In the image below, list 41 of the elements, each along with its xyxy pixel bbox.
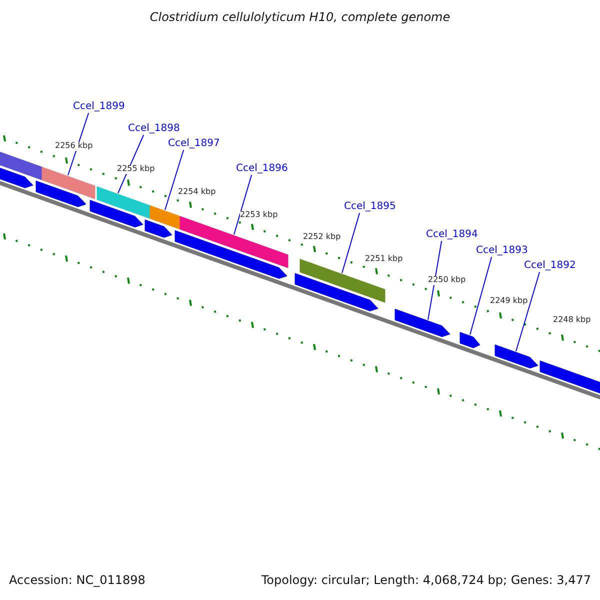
gene-bar xyxy=(0,150,42,180)
gene-feature xyxy=(294,273,378,312)
scale-label: 2255 kbp xyxy=(117,165,155,174)
gene-feature xyxy=(144,220,172,238)
footer-text: Topology: circular; Length: 4,068,724 bp; Genes: 3,477 xyxy=(261,574,591,588)
gene-label: Ccel_1892 xyxy=(524,260,576,271)
gene-label: Ccel_1898 xyxy=(128,123,180,134)
gene-label: Ccel_1895 xyxy=(344,201,396,212)
scale-label: 2254 kbp xyxy=(178,188,216,197)
gene-feature xyxy=(90,200,144,228)
scale-label: 2252 kbp xyxy=(303,233,341,242)
gene-feature xyxy=(394,308,450,338)
gene-label: Ccel_1897 xyxy=(168,138,220,149)
scale-label: 2256 kbp xyxy=(55,142,93,151)
gene-feature xyxy=(460,332,480,348)
gene-label: Ccel_1896 xyxy=(236,163,288,174)
leader-line xyxy=(516,272,540,352)
leader-line xyxy=(342,212,360,274)
gene-bar xyxy=(150,205,180,230)
gene-feature xyxy=(494,344,538,368)
scale-label: 2253 kbp xyxy=(240,211,278,220)
gene-label: Ccel_1894 xyxy=(426,229,478,240)
gene-feature xyxy=(540,360,600,394)
gene-feature xyxy=(36,180,86,208)
scale-label: 2250 kbp xyxy=(428,276,466,285)
footer-text: Accession: NC_011898 xyxy=(9,574,146,588)
scale-label: 2249 kbp xyxy=(490,297,528,306)
gene-bar xyxy=(42,166,96,200)
gene-feature xyxy=(174,230,288,279)
scale-label: 2251 kbp xyxy=(365,255,403,264)
title: Clostridium cellulolyticum H10, complete genome xyxy=(148,11,452,24)
leader-line xyxy=(234,174,252,236)
leader-line xyxy=(428,240,442,320)
leader-line xyxy=(470,256,492,336)
gene-feature xyxy=(0,166,34,188)
scale-label: 2248 kbp xyxy=(553,316,591,325)
gene-label: Ccel_1893 xyxy=(476,245,528,256)
leader-line xyxy=(68,112,90,176)
gene-bar xyxy=(96,186,150,219)
gene-label: Ccel_1899 xyxy=(73,101,125,112)
leader-line xyxy=(118,134,144,194)
